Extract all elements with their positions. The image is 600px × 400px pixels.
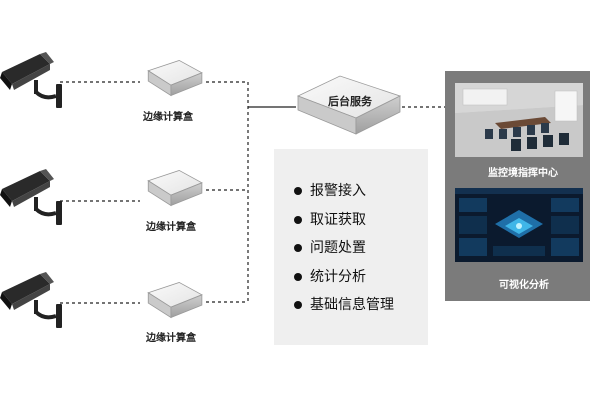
feature-list: 报警接入 取证获取 问题处置 统计分析 基础信息管理 [292, 177, 394, 320]
camera-icon [0, 167, 64, 227]
edge-box-icon [147, 282, 203, 318]
feature-label: 报警接入 [310, 183, 366, 199]
feature-label: 取证获取 [310, 211, 366, 228]
edge-box-label: 边缘计算盒 [146, 222, 196, 233]
feature-item: 问题处置 [292, 234, 394, 263]
control-room-image [455, 83, 583, 157]
camera-icon [0, 270, 64, 330]
edge-box-label: 边缘计算盒 [146, 333, 196, 344]
server-icon [296, 75, 402, 135]
feature-panel: 报警接入 取证获取 问题处置 统计分析 基础信息管理 [274, 149, 428, 345]
edge-box-icon [147, 60, 203, 96]
camera-icon [0, 50, 64, 110]
feature-item: 报警接入 [292, 177, 394, 206]
bullet-icon [294, 272, 302, 281]
feature-item: 基础信息管理 [292, 291, 394, 320]
bullet-icon [294, 301, 302, 309]
feature-label: 问题处置 [310, 240, 366, 256]
monitor-center-label: 监控境指挥中心 [488, 168, 558, 179]
feature-label: 基础信息管理 [310, 297, 394, 313]
bullet-icon [294, 215, 302, 224]
feature-label: 统计分析 [310, 268, 366, 285]
server-label: 后台服务 [328, 95, 372, 108]
bullet-icon [294, 187, 302, 195]
connection-lines [60, 81, 445, 304]
dashboard-image [455, 188, 583, 262]
edge-box-icon [147, 170, 203, 206]
edge-box-label: 边缘计算盒 [143, 112, 193, 123]
bullet-icon [294, 244, 302, 252]
feature-item: 统计分析 [292, 263, 394, 292]
monitoring-panel: 监控境指挥中心 可视化分析 [445, 71, 590, 301]
feature-item: 取证获取 [292, 206, 394, 235]
visual-analysis-label: 可视化分析 [499, 280, 549, 291]
